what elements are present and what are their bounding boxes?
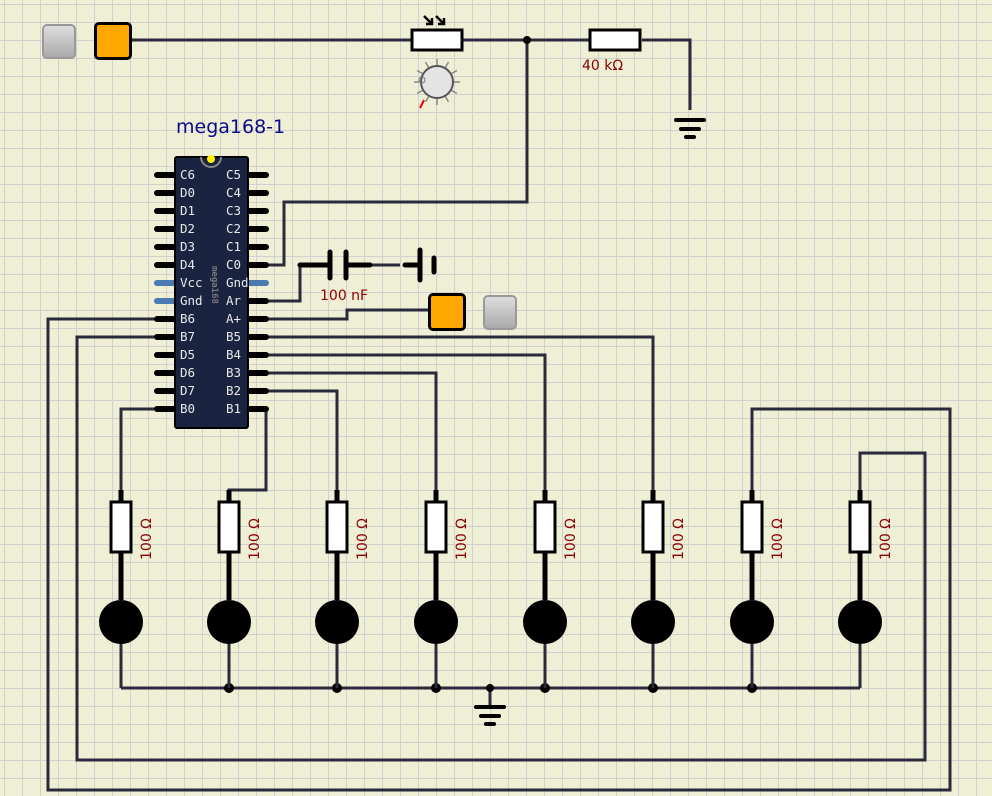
switch-button-aplus[interactable] xyxy=(483,295,517,330)
pin-label: Vcc xyxy=(180,275,203,290)
battery-ground-icon xyxy=(402,247,437,283)
motor-icon xyxy=(730,600,774,644)
probe-top[interactable] xyxy=(94,22,132,60)
motor-icon xyxy=(631,600,675,644)
ground-icon xyxy=(674,118,706,139)
pin-label: C6 xyxy=(180,167,196,182)
pin-label: B3 xyxy=(226,365,242,380)
pin-label: D4 xyxy=(180,257,196,272)
resistor-label: 100 Ω xyxy=(454,518,470,560)
pin1-marker-icon xyxy=(207,155,215,163)
capacitor xyxy=(297,249,373,281)
pin-label: C0 xyxy=(226,257,242,272)
resistor-label: 100 Ω xyxy=(563,518,579,560)
pin-label: Gnd xyxy=(180,293,203,308)
pin-label: B2 xyxy=(226,383,242,398)
chip-title: mega168-1 xyxy=(176,116,286,138)
pin-label: B4 xyxy=(226,347,242,362)
pin-label: B7 xyxy=(180,329,196,344)
pin-label: D7 xyxy=(180,383,196,398)
pin-label: D6 xyxy=(180,365,196,380)
motor-icon xyxy=(315,600,359,644)
pin-label: D3 xyxy=(180,239,196,254)
light-knob-dial xyxy=(414,59,460,109)
ldr-resistor xyxy=(410,28,464,52)
capacitor-label: 100 nF xyxy=(320,288,369,304)
pin-label: B6 xyxy=(180,311,196,326)
light-arrows-icon xyxy=(423,15,446,26)
pin-label: C3 xyxy=(226,203,242,218)
resistor-label: 100 Ω xyxy=(355,518,371,560)
resistor-40k xyxy=(588,28,642,52)
pin-label: B0 xyxy=(180,401,196,416)
resistor-40k-label: 40 kΩ xyxy=(582,58,624,74)
resistor-label: 100 Ω xyxy=(671,518,687,560)
motor-icon xyxy=(523,600,567,644)
pin-label: C4 xyxy=(226,185,242,200)
resistor-100 xyxy=(641,500,665,554)
resistor-label: 100 Ω xyxy=(139,518,155,560)
probe-aplus[interactable] xyxy=(428,293,466,331)
motor-icon xyxy=(207,600,251,644)
mcu-chip[interactable] xyxy=(154,155,269,429)
pin-label: Ar xyxy=(226,293,242,308)
parts xyxy=(99,15,882,726)
resistor-100 xyxy=(217,500,241,554)
pin-label: D2 xyxy=(180,221,196,236)
pin-label: D1 xyxy=(180,203,196,218)
ground-icon xyxy=(474,705,506,726)
pin-label: D0 xyxy=(180,185,196,200)
switch-button-top[interactable] xyxy=(42,24,76,59)
resistor-100 xyxy=(109,500,133,554)
resistor-label: 100 Ω xyxy=(878,518,894,560)
resistor-label: 100 Ω xyxy=(770,518,786,560)
pin-label: C2 xyxy=(226,221,242,236)
resistor-100 xyxy=(424,500,448,554)
resistor-100 xyxy=(848,500,872,554)
resistor-100 xyxy=(533,500,557,554)
resistor-label: 100 Ω xyxy=(247,518,263,560)
pin-label: A+ xyxy=(226,311,242,326)
pin-label: B5 xyxy=(226,329,242,344)
resistor-100 xyxy=(325,500,349,554)
pin-label: C1 xyxy=(226,239,242,254)
pin-label: Gnd xyxy=(226,275,249,290)
junction xyxy=(486,684,494,692)
pin-label: D5 xyxy=(180,347,196,362)
motor-icon xyxy=(414,600,458,644)
motor-icon xyxy=(838,600,882,644)
pin-label: B1 xyxy=(226,401,242,416)
resistor-100 xyxy=(740,500,764,554)
chip-package-label: mega168 xyxy=(209,266,219,304)
motor-icon xyxy=(99,600,143,644)
pin-label: C5 xyxy=(226,167,242,182)
